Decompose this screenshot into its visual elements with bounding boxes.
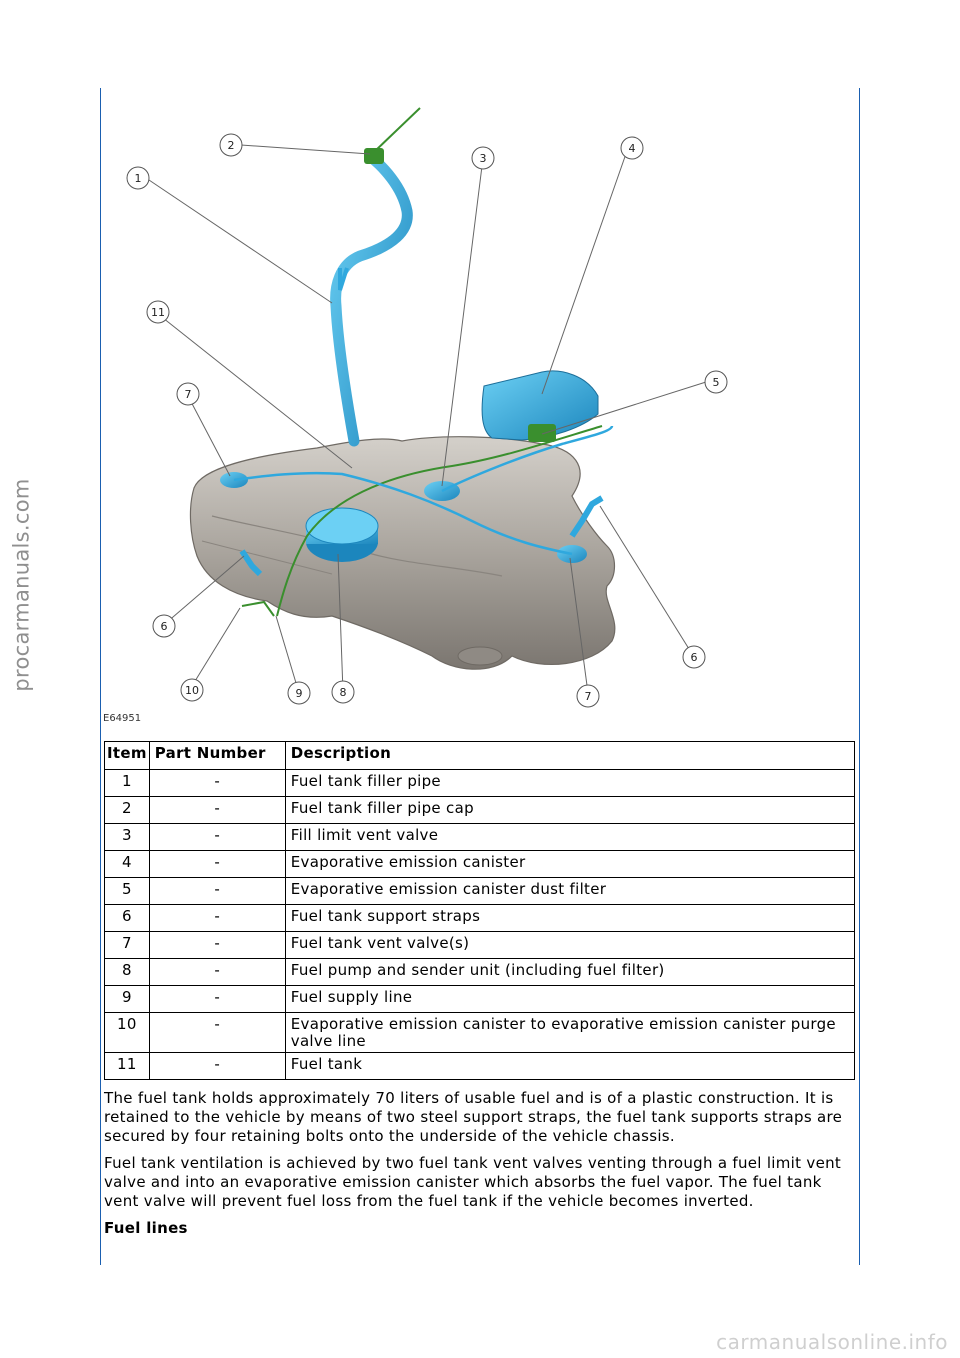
table-row: 10 - Evaporative emission canister to ev…: [104, 1012, 856, 1053]
cell-item: 8: [104, 958, 150, 986]
cell-item: 7: [104, 931, 150, 959]
table-row: 5 - Evaporative emission canister dust f…: [104, 877, 856, 905]
cell-part-number: -: [148, 931, 286, 959]
cell-item: 3: [104, 823, 150, 851]
cell-item: 9: [104, 985, 150, 1013]
callout-11: 11: [151, 306, 165, 319]
cell-part-number: -: [148, 796, 286, 824]
callout-circles: [126, 133, 728, 708]
table-row: 3 - Fill limit vent valve: [104, 823, 856, 851]
cell-description: Fuel pump and sender unit (including fue…: [284, 958, 856, 986]
paragraph-tank-description: The fuel tank holds approximately 70 lit…: [104, 1089, 843, 1145]
cell-part-number: -: [148, 850, 286, 878]
fuel-pump-shape: [305, 507, 379, 562]
cell-description: Fill limit vent valve: [284, 823, 856, 851]
paragraph-tank-ventilation: Fuel tank ventilation is achieved by two…: [104, 1154, 842, 1210]
cell-part-number: -: [148, 904, 286, 932]
cell-part-number: -: [148, 877, 286, 905]
cell-description: Fuel tank filler pipe: [284, 769, 856, 797]
callout-6-right: 6: [691, 651, 698, 664]
cell-item: 11: [104, 1052, 150, 1080]
table-row: 6 - Fuel tank support straps: [104, 904, 856, 932]
filler-cap-shape: [364, 148, 384, 164]
fuel-tank-shape: [189, 436, 616, 670]
table-header-row: Item Part Number Description: [104, 741, 856, 770]
header-description: Description: [284, 741, 856, 770]
parts-table: Item Part Number Description 1 - Fuel ta…: [104, 741, 856, 1080]
cell-description: Fuel tank vent valve(s): [284, 931, 856, 959]
callout-7-top: 7: [185, 388, 192, 401]
evap-canister-shape: [481, 370, 599, 442]
cell-description: Evaporative emission canister to evapora…: [284, 1012, 856, 1053]
table-row: 2 - Fuel tank filler pipe cap: [104, 796, 856, 824]
callout-4: 4: [629, 142, 636, 155]
cell-description: Evaporative emission canister: [284, 850, 856, 878]
side-watermark: procarmanuals.com: [4, 395, 40, 775]
callout-9: 9: [296, 687, 303, 700]
callout-10: 10: [185, 684, 199, 697]
cell-part-number: -: [148, 985, 286, 1013]
cell-part-number: -: [148, 958, 286, 986]
cell-description: Fuel tank support straps: [284, 904, 856, 932]
cell-part-number: -: [148, 1012, 286, 1053]
callout-3: 3: [480, 152, 487, 165]
side-watermark-text: procarmanuals.com: [10, 478, 34, 692]
table-row: 9 - Fuel supply line: [104, 985, 856, 1013]
fuel-system-illustration: 2 1 3 4 11 7 5 6 6 10 9 8 7: [126, 107, 728, 708]
cell-part-number: -: [148, 1052, 286, 1080]
cell-item: 10: [104, 1012, 150, 1053]
left-margin-rule: [100, 88, 101, 1265]
support-strap-shape: [569, 495, 604, 538]
callout-8: 8: [340, 686, 347, 699]
cell-description: Fuel tank: [284, 1052, 856, 1080]
body-text: The fuel tank holds approximately 70 lit…: [104, 1089, 856, 1238]
cell-description: Fuel tank filler pipe cap: [284, 796, 856, 824]
cell-item: 5: [104, 877, 150, 905]
cell-item: 1: [104, 769, 150, 797]
right-margin-rule: [859, 88, 860, 1265]
section-heading-fuel-lines: Fuel lines: [104, 1219, 188, 1237]
callout-2: 2: [228, 139, 235, 152]
callout-6-left: 6: [161, 620, 168, 633]
table-row: 4 - Evaporative emission canister: [104, 850, 856, 878]
cell-description: Fuel supply line: [284, 985, 856, 1013]
cell-part-number: -: [148, 769, 286, 797]
table-row: 11 - Fuel tank: [104, 1052, 856, 1080]
cell-item: 2: [104, 796, 150, 824]
cell-item: 4: [104, 850, 150, 878]
callout-numbers: 2 1 3 4 11 7 5 6 6 10 9 8 7: [135, 139, 720, 703]
table-row: 1 - Fuel tank filler pipe: [104, 769, 856, 797]
header-part-number: Part Number: [148, 741, 286, 770]
callout-7-bottom: 7: [585, 690, 592, 703]
leader-lines: [145, 144, 707, 694]
cell-item: 6: [104, 904, 150, 932]
figure-id: E64951: [103, 713, 142, 724]
table-row: 7 - Fuel tank vent valve(s): [104, 931, 856, 959]
bottom-watermark: carmanualsonline.info: [716, 1330, 948, 1354]
header-item: Item: [104, 741, 150, 770]
cell-description: Evaporative emission canister dust filte…: [284, 877, 856, 905]
callout-5: 5: [713, 376, 720, 389]
filler-pipe-shape: [330, 152, 413, 447]
table-row: 8 - Fuel pump and sender unit (including…: [104, 958, 856, 986]
callout-1: 1: [135, 172, 142, 185]
cell-part-number: -: [148, 823, 286, 851]
